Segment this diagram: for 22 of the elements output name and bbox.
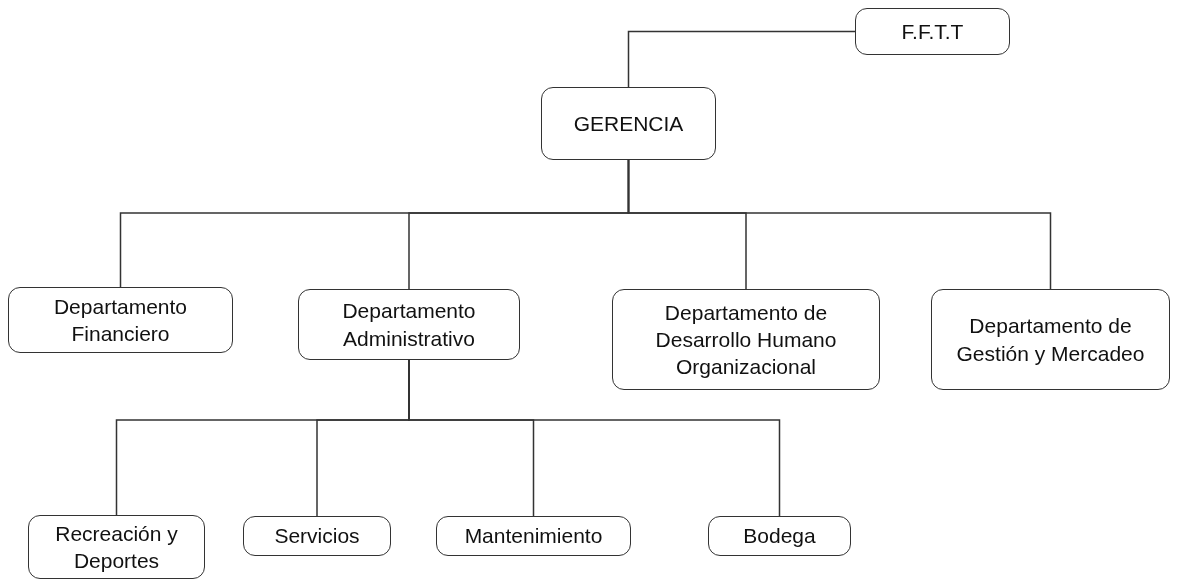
unit-name: Recreación y Deportes	[54, 520, 179, 574]
org-unit-box	[8, 287, 233, 353]
unit-name: Departamento Administrativo	[341, 298, 477, 352]
org-unit-box	[298, 289, 520, 360]
org-unit-box	[931, 289, 1170, 390]
unit-name: Departamento Financiero	[52, 293, 189, 347]
unit-name: Servicios	[274, 523, 360, 550]
unit-name: Mantenimiento	[464, 523, 603, 550]
org-unit-box	[541, 87, 716, 160]
unit-name: Departamento de Gestión y Mercadeo	[955, 313, 1146, 367]
unit-name: Departamento de Desarrollo Humano Organizacional	[654, 299, 838, 381]
unit-name: F.F.T.T	[901, 18, 964, 45]
unit-name: GERENCIA	[573, 110, 684, 137]
connector-line	[627, 159, 1052, 290]
org-unit-box	[28, 515, 205, 579]
org-unit-box	[612, 289, 880, 390]
org-unit-box	[243, 516, 391, 556]
unit-name: Bodega	[743, 523, 816, 550]
connector-line	[627, 30, 856, 88]
org-unit-box	[436, 516, 631, 556]
org-unit-box	[855, 8, 1010, 55]
org-unit-box	[708, 516, 851, 556]
